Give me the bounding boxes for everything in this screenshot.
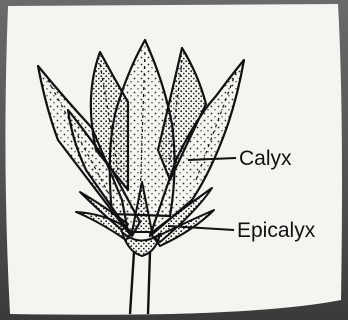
epicalyx-label: Epicalyx: [237, 219, 316, 242]
calyx-label: Calyx: [239, 147, 292, 170]
